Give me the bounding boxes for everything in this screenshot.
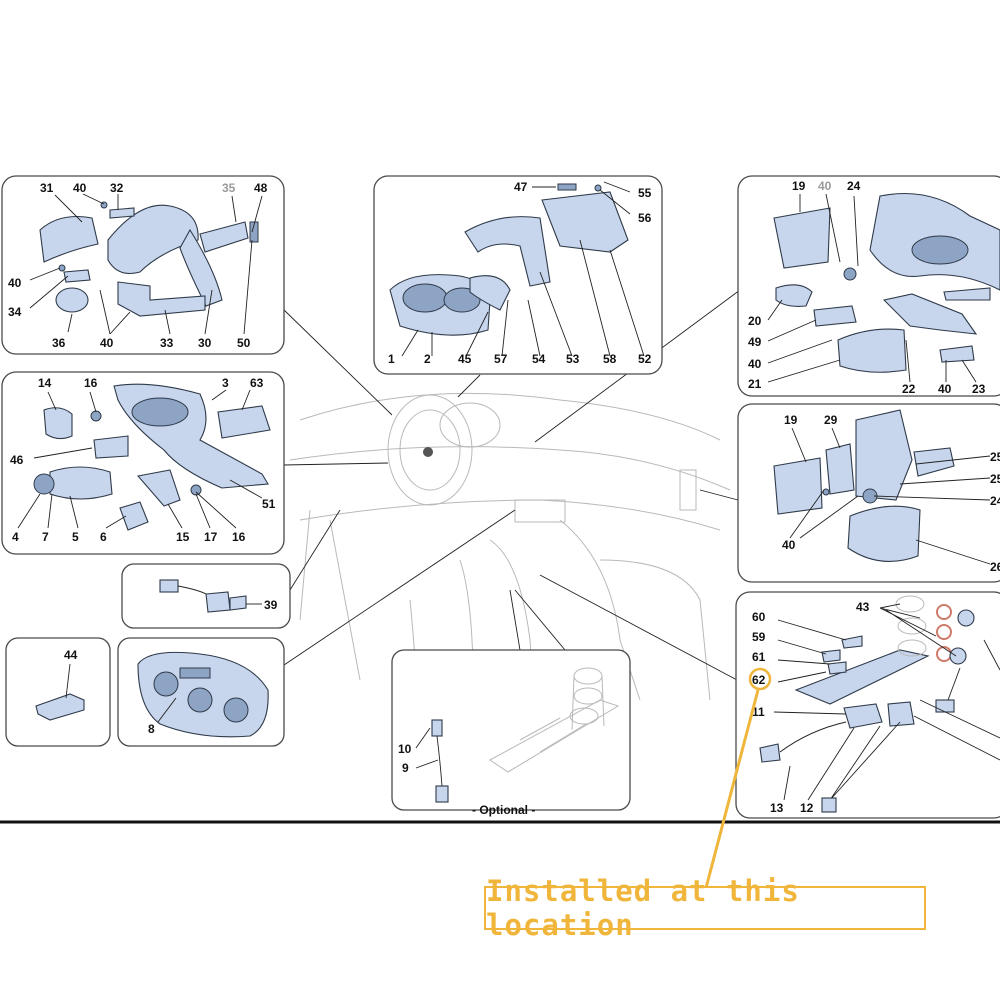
label-6: 6 (100, 530, 107, 544)
panel-small: 44 (5, 637, 111, 747)
label-24: 24 (847, 179, 861, 193)
label-46: 46 (10, 453, 24, 467)
label-11: 11 (752, 705, 765, 719)
label-7: 7 (42, 530, 49, 544)
panel-leaders (281, 289, 741, 681)
label-3: 3 (222, 376, 229, 390)
label-45: 45 (458, 352, 472, 366)
panel-connector: 39 (121, 563, 291, 629)
label-29: 29 (824, 413, 838, 427)
label-47: 47 (514, 180, 528, 194)
label-19: 19 (784, 413, 798, 427)
label-17: 17 (204, 530, 218, 544)
label-32: 32 (110, 181, 124, 195)
label-1: 1 (388, 352, 395, 366)
label-60: 60 (752, 610, 766, 624)
panel-mid-left: 14 16 3 63 46 4 7 5 6 15 17 16 51 (1, 371, 285, 555)
label-10: 10 (398, 742, 412, 756)
highlight-marker (748, 667, 772, 691)
label-40b: 40 (8, 276, 22, 290)
label-40b: 40 (748, 357, 762, 371)
label-2: 2 (424, 352, 431, 366)
label-40c: 40 (938, 382, 952, 396)
installed-location-callout: Installed at this location (484, 874, 926, 942)
label-25: 25 (990, 450, 1000, 464)
label-8: 8 (148, 722, 155, 736)
label-22: 22 (902, 382, 916, 396)
label-40: 40 (73, 181, 87, 195)
callout-text: Installed at this location (486, 874, 800, 942)
label-44: 44 (64, 648, 78, 662)
label-52: 52 (638, 352, 652, 366)
label-57: 57 (494, 352, 508, 366)
label-63: 63 (250, 376, 264, 390)
panel-climate: 8 (117, 637, 285, 747)
label-43: 43 (856, 600, 870, 614)
label-19: 19 (792, 179, 806, 193)
label-5: 5 (72, 530, 79, 544)
label-35: 35 (222, 181, 236, 195)
label-56: 56 (638, 211, 652, 225)
label-20: 20 (748, 314, 762, 328)
label-4: 4 (12, 530, 19, 544)
label-39: 39 (264, 598, 278, 612)
label-50: 50 (237, 336, 251, 350)
label-23: 23 (972, 382, 986, 396)
panel-optional: 10 9 - Optional - (391, 649, 631, 817)
label-15: 15 (176, 530, 190, 544)
label-14: 14 (38, 376, 52, 390)
label-55: 55 (638, 186, 652, 200)
label-21: 21 (748, 377, 762, 391)
label-9: 9 (402, 761, 409, 775)
label-34: 34 (8, 305, 22, 319)
panel-top-right: 19 40 24 20 49 40 21 22 40 23 (737, 175, 1000, 397)
label-12: 12 (800, 801, 814, 815)
optional-caption: - Optional - (472, 803, 535, 817)
label-24: 24 (990, 494, 1000, 508)
panel-top-center: 47 55 56 1 2 45 57 54 53 58 52 (373, 175, 663, 375)
label-58: 58 (603, 352, 617, 366)
callout-pointer (704, 689, 760, 889)
label-30: 30 (198, 336, 212, 350)
panel-top-left: 31 40 32 35 48 40 34 36 40 33 30 50 (1, 175, 285, 355)
label-54: 54 (532, 352, 546, 366)
label-59: 59 (752, 630, 766, 644)
label-26: 26 (990, 560, 1000, 574)
panel-bottom-right: 60 59 61 62 43 11 13 12 (735, 591, 1000, 819)
dashboard-sketch (289, 392, 731, 801)
label-13: 13 (770, 801, 784, 815)
label-48: 48 (254, 181, 268, 195)
label-33: 33 (160, 336, 174, 350)
label-49: 49 (748, 335, 762, 349)
label-25b: 25 (990, 472, 1000, 486)
label-16: 16 (84, 376, 98, 390)
panel-mid-right: 19 29 25 25 24 40 26 (737, 403, 1000, 583)
label-62: 62 (752, 673, 766, 687)
label-31: 31 (40, 181, 54, 195)
label-51: 51 (262, 497, 276, 511)
label-40c: 40 (100, 336, 114, 350)
label-40: 40 (782, 538, 796, 552)
label-40: 40 (818, 179, 832, 193)
label-16b: 16 (232, 530, 246, 544)
label-53: 53 (566, 352, 580, 366)
label-61: 61 (752, 650, 766, 664)
label-36: 36 (52, 336, 66, 350)
